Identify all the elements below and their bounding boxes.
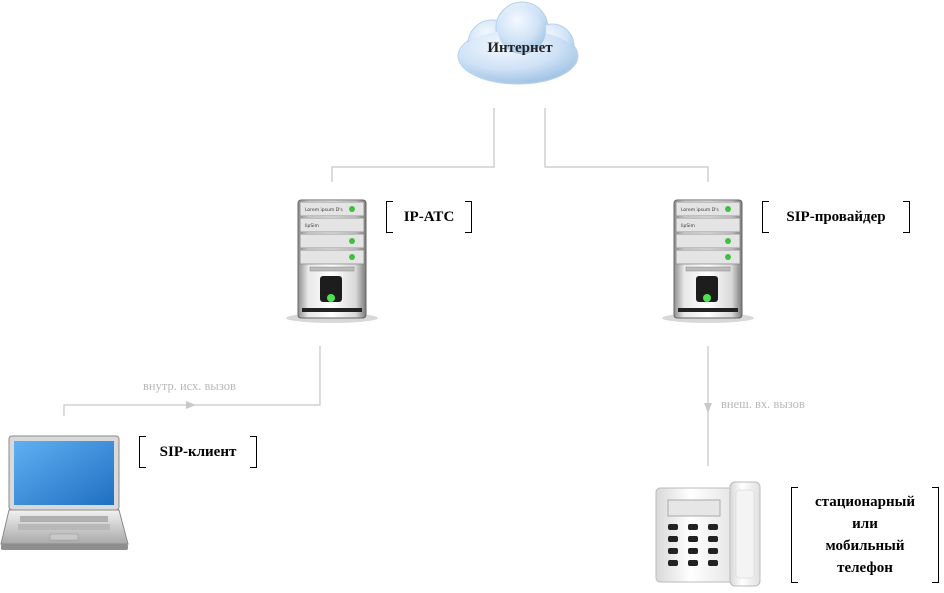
server-panel-text: Lorem ipsum D's xyxy=(305,207,343,213)
phone-label-line: мобильный xyxy=(825,538,905,554)
phone-label-line: или xyxy=(852,516,878,532)
server-panel-text: Lorem ipsum D's xyxy=(681,207,719,213)
server-panel-text: lipSim xyxy=(681,223,695,229)
phone-label-line: стационарный xyxy=(815,494,915,510)
sip-client-label: SIP-клиент xyxy=(139,436,257,468)
phone-label-line: телефон xyxy=(837,560,893,576)
external-call-label: внеш. вх. вызов xyxy=(721,397,805,411)
ip-pbx-label: IP-ATC xyxy=(386,201,472,233)
phone-label: стационарный или мобильный телефон xyxy=(791,487,939,583)
laptop-icon xyxy=(0,435,129,550)
desk-phone-icon xyxy=(655,481,761,587)
sip-provider-label: SIP-провайдер xyxy=(762,201,910,233)
cloud-icon xyxy=(457,1,579,85)
arrow-external-call xyxy=(704,403,712,413)
wire-internet-to-ipatc xyxy=(331,108,495,182)
server-icon: Lorem ipsum D's lipSim xyxy=(286,199,378,323)
server-icon: Lorem ipsum D's lipSim xyxy=(662,199,754,323)
server-panel-text: lipSim xyxy=(305,223,319,229)
arrow-internal-call xyxy=(186,401,196,409)
wire-internet-to-provider xyxy=(544,108,709,182)
internet-label: Интернет xyxy=(487,40,553,56)
internal-call-label: внутр. исх. вызов xyxy=(143,379,236,393)
